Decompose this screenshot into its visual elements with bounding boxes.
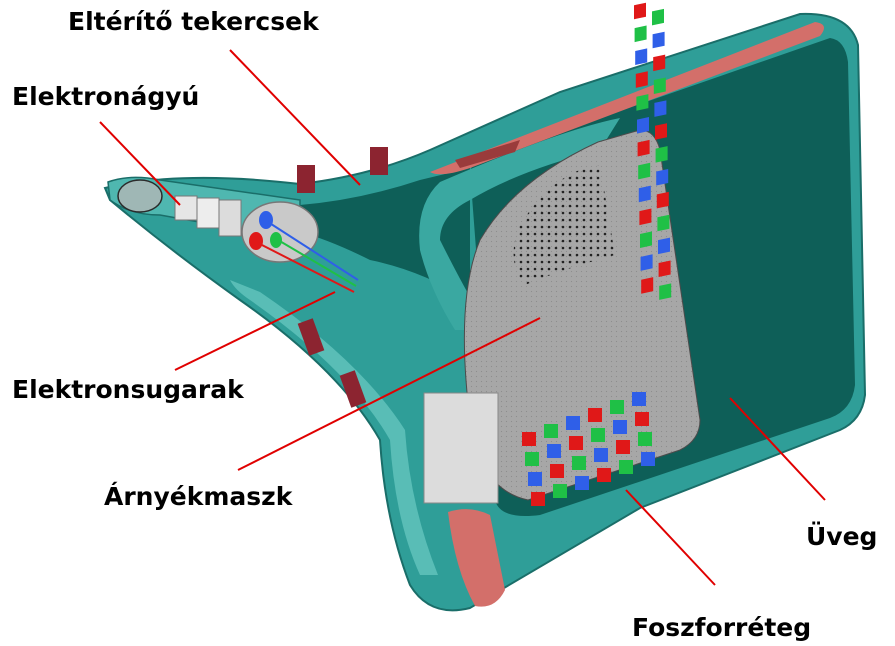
phosphor-dot <box>640 231 652 248</box>
phosphor-dot <box>544 424 558 438</box>
phosphor-dot <box>656 169 668 186</box>
phosphor-dot <box>659 283 671 300</box>
phosphor-dot <box>634 3 646 20</box>
phosphor-dot <box>641 452 655 466</box>
coil <box>297 165 315 193</box>
phosphor-dot <box>522 432 536 446</box>
phosphor-dot <box>566 416 580 430</box>
phosphor-dot <box>659 260 671 277</box>
coil <box>370 147 388 175</box>
phosphor-dot <box>657 192 669 209</box>
phosphor-dot <box>632 392 646 406</box>
gun-segment <box>175 196 197 220</box>
label-electron-gun: Elektronágyú <box>12 82 199 111</box>
phosphor-dot <box>658 238 670 255</box>
phosphor-dot <box>531 492 545 506</box>
phosphor-dot <box>594 448 608 462</box>
gun-green <box>270 232 282 248</box>
gun-segment <box>219 200 241 236</box>
phosphor-dot <box>528 472 542 486</box>
phosphor-dot <box>569 436 583 450</box>
phosphor-dot <box>654 77 666 94</box>
gun-segment <box>197 198 219 228</box>
phosphor-dot <box>597 468 611 482</box>
label-deflection-coils: Eltérítő tekercsek <box>68 7 320 36</box>
phosphor-dot <box>639 186 651 203</box>
phosphor-dot <box>652 9 664 26</box>
phosphor-dot <box>636 71 648 88</box>
phosphor-dot <box>610 400 624 414</box>
phosphor-dot <box>575 476 589 490</box>
phosphor-dot <box>635 48 647 65</box>
gun-red <box>249 232 263 250</box>
phosphor-dot <box>656 146 668 163</box>
phosphor-dot <box>553 484 567 498</box>
phosphor-dot <box>637 117 649 134</box>
phosphor-dot <box>572 456 586 470</box>
phosphor-dot <box>655 123 667 140</box>
phosphor-dot <box>613 420 627 434</box>
phosphor-dot <box>636 94 648 111</box>
phosphor-dot <box>635 412 649 426</box>
phosphor-dot <box>591 428 605 442</box>
label-electron-beams: Elektronsugarak <box>12 375 245 404</box>
phosphor-dot <box>588 408 602 422</box>
phosphor-dot <box>653 55 665 72</box>
phosphor-dot <box>639 209 651 226</box>
phosphor-dot <box>619 460 633 474</box>
gun-aperture <box>242 202 318 262</box>
phosphor-dot <box>641 254 653 271</box>
gun-blue <box>259 211 273 229</box>
leader-phosphor <box>626 490 715 585</box>
label-glass: Üveg <box>806 521 877 551</box>
phosphor-dot <box>547 444 561 458</box>
mask-cutaway-panel <box>424 393 498 503</box>
phosphor-dot <box>638 432 652 446</box>
phosphor-dot <box>638 163 650 180</box>
gun-base <box>118 180 162 212</box>
phosphor-dot <box>638 140 650 157</box>
phosphor-dot <box>550 464 564 478</box>
phosphor-dot <box>653 32 665 49</box>
leader-deflection-coils <box>230 50 360 185</box>
phosphor-dot <box>641 277 653 294</box>
phosphor-dot <box>525 452 539 466</box>
phosphor-dot <box>635 26 647 43</box>
label-phosphor-layer: Foszforréteg <box>632 613 811 642</box>
phosphor-dot <box>657 215 669 232</box>
phosphor-dot <box>654 100 666 117</box>
phosphor-dot <box>616 440 630 454</box>
label-shadow-mask: Árnyékmaszk <box>104 482 294 511</box>
